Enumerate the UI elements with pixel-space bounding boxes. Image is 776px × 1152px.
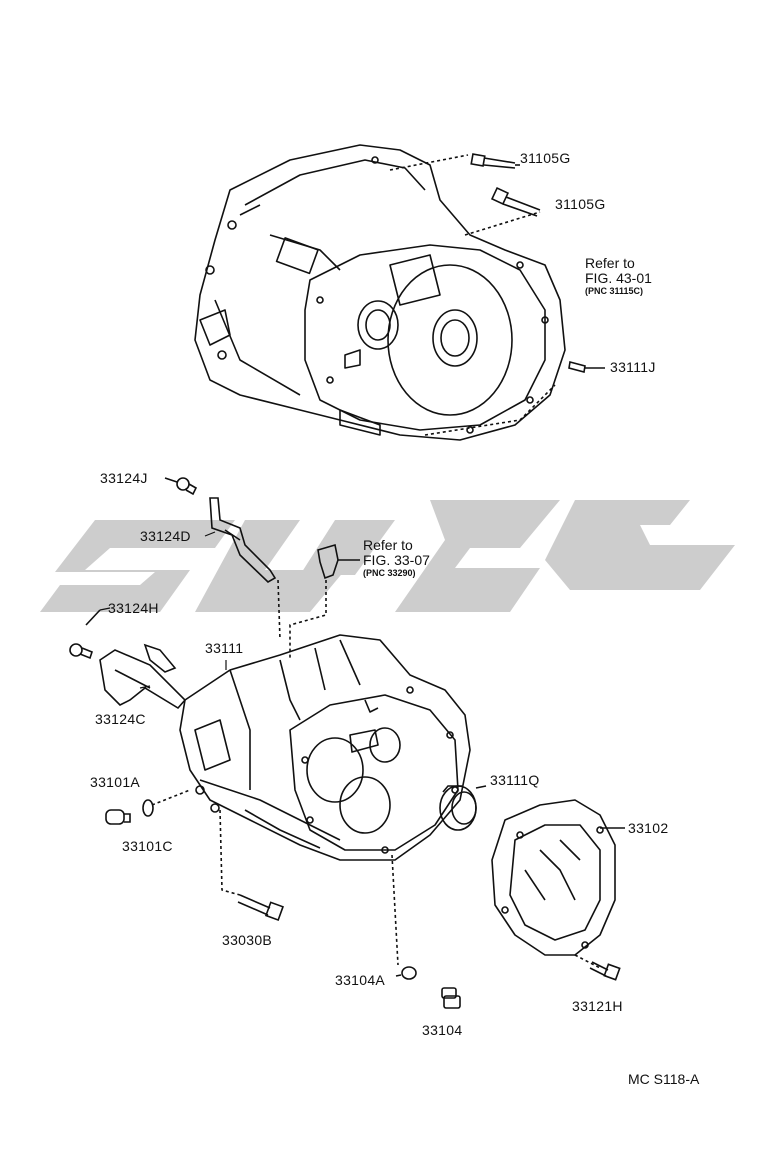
label-31105g-a: 31105G (520, 150, 571, 166)
plug-33104 (441, 987, 461, 1009)
bolt-33121h (574, 954, 621, 981)
label-33102: 33102 (628, 820, 669, 836)
upper-transaxle-housing (194, 144, 566, 441)
bolt-33030b (237, 894, 284, 921)
label-33104a: 33104A (335, 972, 386, 988)
watermark-logo (40, 500, 735, 612)
refer-upper-pnc: (PNC 31115C) (585, 286, 644, 296)
label-33104: 33104 (422, 1022, 463, 1038)
refer-to-upper[interactable]: Refer to FIG. 43-01 (PNC 31115C) (585, 256, 652, 297)
gasket-33104a (395, 966, 417, 980)
refer-lower-line2: FIG. 33-07 (363, 552, 430, 568)
label-33124h: 33124H (108, 600, 159, 616)
bolt-31105g-b (464, 186, 541, 236)
bolt-33124h (69, 609, 101, 660)
refer-upper-line1: Refer to (585, 255, 635, 271)
label-33121h: 33121H (572, 998, 623, 1014)
label-33124d: 33124D (140, 528, 191, 544)
breather-plug (289, 543, 360, 660)
label-33111q: 33111Q (490, 772, 540, 788)
refer-lower-line1: Refer to (363, 537, 413, 553)
bolt-31105g-a (389, 153, 520, 171)
label-33124c: 33124C (95, 711, 146, 727)
plug-33101a (105, 809, 131, 825)
bracket-33124d (209, 497, 281, 641)
label-33111: 33111 (205, 640, 244, 656)
bracket-33124c (99, 643, 187, 710)
refer-upper-line2: FIG. 43-01 (585, 270, 652, 286)
label-33124j: 33124J (100, 470, 148, 486)
refer-lower-pnc: (PNC 33290) (363, 568, 416, 578)
label-33111j: 33111J (610, 359, 656, 375)
bolt-33124j (164, 477, 198, 496)
refer-to-lower[interactable]: Refer to FIG. 33-07 (PNC 33290) (363, 538, 430, 579)
cover-33102 (491, 799, 625, 956)
label-31105g-b: 31105G (555, 196, 606, 212)
label-33101c: 33101C (122, 838, 173, 854)
label-33101a: 33101A (90, 774, 141, 790)
label-33030b: 33030B (222, 932, 273, 948)
leader-lines (99, 531, 227, 689)
figure-code: MC S118-A (628, 1071, 700, 1087)
lower-transaxle-case (151, 634, 471, 966)
gasket-33101c (142, 799, 154, 817)
oil-seal-33111q (439, 785, 487, 831)
pin-33111j (568, 361, 605, 373)
